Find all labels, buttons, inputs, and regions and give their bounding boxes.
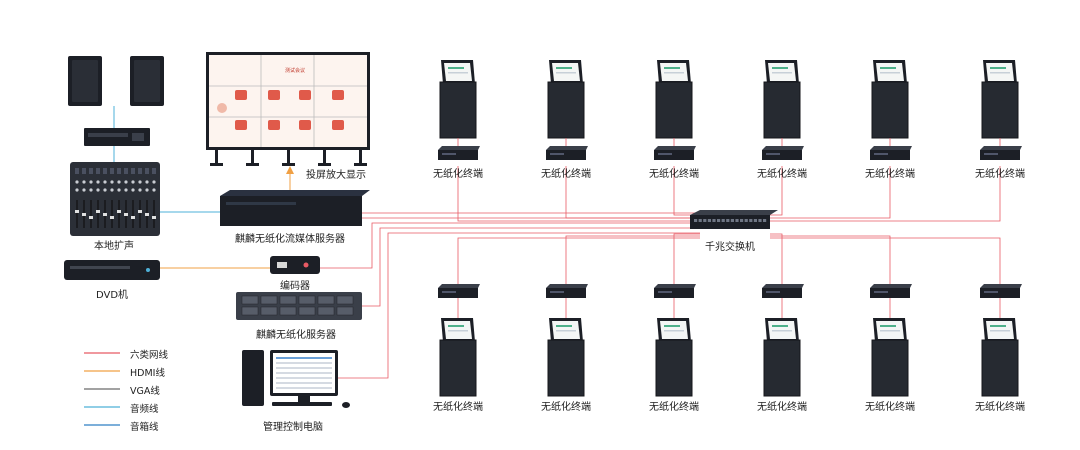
terminal-top-3 <box>654 60 696 160</box>
dvd-player <box>64 260 160 280</box>
decoration-icon <box>217 103 227 113</box>
app-tile-icon <box>268 120 280 130</box>
speaker-right <box>130 56 164 106</box>
label-streaming-server: 麒麟无纸化流媒体服务器 <box>235 234 345 245</box>
legend-label-vga: VGA线 <box>130 386 160 397</box>
app-tile-icon <box>332 120 344 130</box>
terminal-label-bottom-3: 无纸化终端 <box>649 402 699 413</box>
terminal-label-top-5: 无纸化终端 <box>865 169 915 180</box>
terminal-top-5 <box>870 60 912 160</box>
terminal-bottom-3 <box>654 284 696 397</box>
terminal-label-bottom-2: 无纸化终端 <box>541 402 591 413</box>
display-app-icons <box>217 90 344 130</box>
terminal-label-bottom-4: 无纸化终端 <box>757 402 807 413</box>
server-drive-bays <box>241 295 354 316</box>
app-tile-icon <box>235 120 247 130</box>
terminal-label-top-3: 无纸化终端 <box>649 169 699 180</box>
app-tile-icon <box>299 120 311 130</box>
management-pc <box>242 350 350 408</box>
terminal-label-bottom-5: 无纸化终端 <box>865 402 915 413</box>
mixer <box>70 162 160 236</box>
terminal-label-top-1: 无纸化终端 <box>433 169 483 180</box>
terminal-label-bottom-1: 无纸化终端 <box>433 402 483 413</box>
terminal-label-bottom-6: 无纸化终端 <box>975 402 1025 413</box>
legend-label-hdmi: HDMI线 <box>130 368 165 379</box>
terminal-label-top-6: 无纸化终端 <box>975 169 1025 180</box>
display-screen-title: 测试会议 <box>285 67 305 74</box>
legend-label-speaker: 音箱线 <box>130 422 159 433</box>
terminal-bottom-4 <box>762 284 804 397</box>
streaming-server-device <box>220 190 370 226</box>
terminal-bottom-6 <box>980 284 1022 397</box>
terminal-top-2 <box>546 60 588 160</box>
label-pc: 管理控制电脑 <box>263 422 323 433</box>
terminal-top-6 <box>980 60 1022 160</box>
terminal-top-4 <box>762 60 804 160</box>
legend-label-cat6: 六类网线 <box>130 350 169 361</box>
label-encoder: 编码器 <box>280 281 310 292</box>
paperless-terminals <box>438 60 1022 397</box>
app-tile-icon <box>235 90 247 100</box>
terminal-bottom-5 <box>870 284 912 397</box>
legend-label-audio: 音频线 <box>130 404 159 415</box>
label-projection: 投屏放大显示 <box>306 170 366 181</box>
mixer-faders <box>75 168 156 228</box>
app-tile-icon <box>268 90 280 100</box>
switch-ports <box>694 219 767 222</box>
legend-swatches <box>84 352 120 426</box>
app-tile-icon <box>332 90 344 100</box>
terminal-bottom-2 <box>546 284 588 397</box>
label-paperless-server: 麒麟无纸化服务器 <box>256 330 336 341</box>
app-tile-icon <box>299 90 311 100</box>
speaker-left <box>68 56 102 106</box>
label-dvd: DVD机 <box>95 290 129 301</box>
terminal-label-top-2: 无纸化终端 <box>541 169 591 180</box>
label-local-pa: 本地扩声 <box>94 241 134 252</box>
speakers <box>68 56 164 106</box>
hdmi-arrow <box>286 166 294 174</box>
display-stands <box>210 150 367 166</box>
terminal-top-1 <box>438 60 480 160</box>
terminal-label-top-4: 无纸化终端 <box>757 169 807 180</box>
gigabit-switch-device <box>690 210 778 229</box>
encoder-device <box>270 256 320 274</box>
display-wall <box>206 52 370 166</box>
label-switch: 千兆交换机 <box>705 242 755 253</box>
terminal-bottom-1 <box>438 284 480 397</box>
amplifier <box>84 128 150 146</box>
pc-screen-table <box>276 357 332 389</box>
paperless-server-device <box>236 292 362 320</box>
